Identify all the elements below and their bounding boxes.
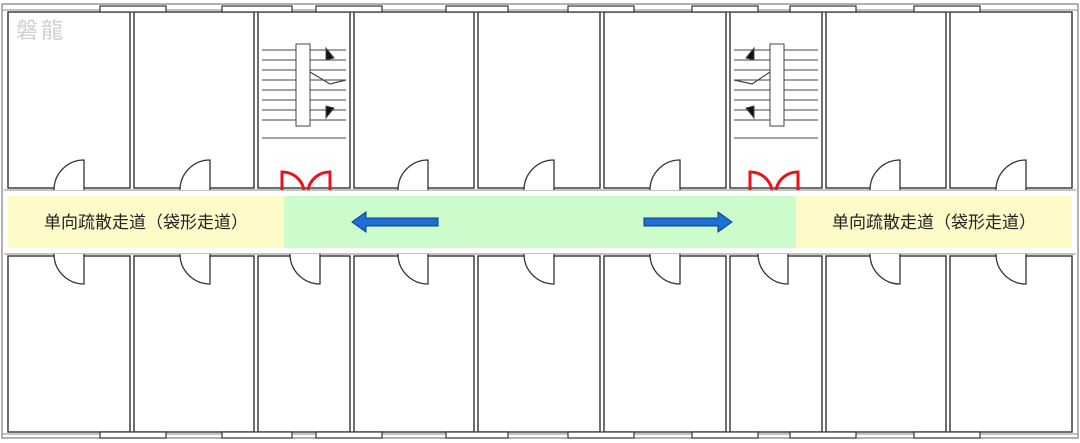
door-swing (397, 159, 429, 191)
wall-piers (99, 5, 981, 439)
arrow-right-icon (643, 211, 733, 233)
fire-door-right (748, 170, 800, 191)
door-swing (649, 159, 681, 191)
room (257, 255, 351, 433)
door-swing (649, 253, 681, 285)
door-swing (869, 253, 901, 285)
watermark-logo: 磐龍 (16, 19, 66, 44)
room (729, 255, 823, 433)
stair-arrow-icon (325, 105, 335, 120)
door-swing (869, 159, 901, 191)
top-doors (53, 159, 1027, 191)
door-swing (523, 253, 555, 285)
top-room-row (7, 11, 1073, 189)
door-swing (289, 253, 321, 285)
room (949, 255, 1073, 433)
door-swing (53, 159, 85, 191)
corridor-left-label: 单向疏散走道（袋形走道） (44, 213, 248, 233)
door-swing (995, 253, 1027, 285)
dead-end-corridor-left (8, 196, 284, 248)
room (7, 255, 131, 433)
door-swing (53, 253, 85, 285)
room (477, 255, 601, 433)
stair-arrow-icon (745, 46, 755, 61)
dead-end-corridor-right (796, 196, 1072, 248)
door-swing (523, 159, 555, 191)
corridor-right-label: 单向疏散走道（袋形走道） (832, 213, 1036, 233)
bottom-doors (53, 253, 1027, 285)
stair-arrow-icon (325, 46, 335, 61)
bottom-room-row (7, 255, 1073, 433)
room (133, 255, 255, 433)
room (353, 255, 475, 433)
room (353, 11, 475, 189)
room (603, 255, 727, 433)
arrow-left-icon (351, 211, 439, 233)
room (825, 255, 947, 433)
room (603, 11, 727, 189)
staircase-right (733, 43, 818, 139)
staircase-left (262, 43, 347, 139)
room (477, 11, 601, 189)
door-swing (179, 253, 211, 285)
door-swing (995, 159, 1027, 191)
fire-door-left (280, 170, 332, 191)
room (825, 11, 947, 189)
door-swing (397, 253, 429, 285)
room (133, 11, 255, 189)
door-swing (757, 253, 789, 285)
room (949, 11, 1073, 189)
stair-arrow-icon (745, 105, 755, 120)
door-swing (179, 159, 211, 191)
